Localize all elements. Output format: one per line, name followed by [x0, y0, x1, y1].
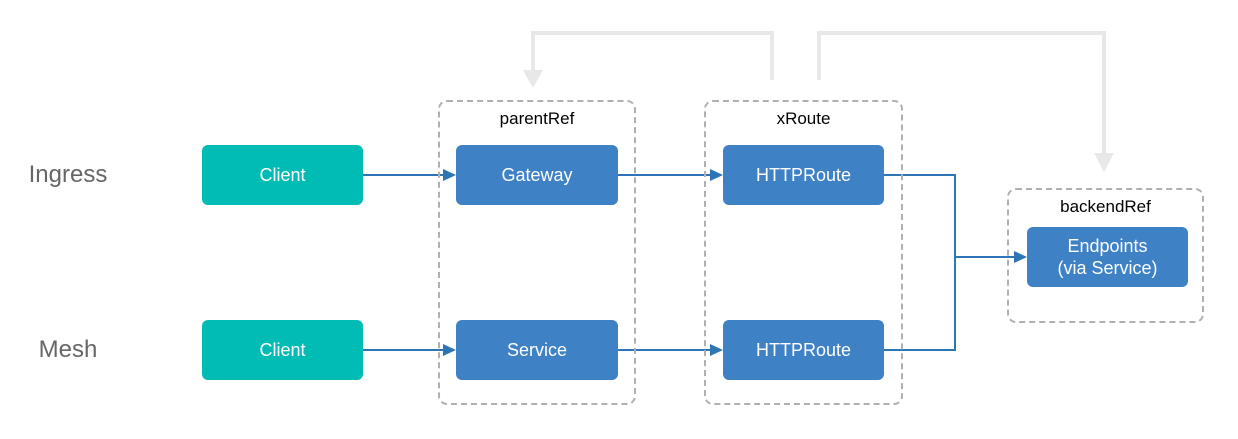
node-client-mesh-label: Client	[259, 340, 306, 360]
node-endpoints: Endpoints (via Service)	[1027, 227, 1188, 287]
node-httproute-mesh: HTTPRoute	[723, 320, 884, 380]
gray-arrowhead-parentref	[523, 70, 543, 88]
gray-arrowhead-backendref	[1094, 153, 1114, 172]
blue-arrowhead-httproute-ingress	[710, 169, 723, 181]
blue-arrowhead-gateway	[443, 169, 456, 181]
node-client-ingress: Client	[202, 145, 363, 205]
group-parent-ref: parentRef	[438, 100, 636, 405]
blue-arrowhead-httproute-mesh	[710, 344, 723, 356]
node-httproute-mesh-label: HTTPRoute	[755, 340, 852, 360]
node-service: Service	[456, 320, 618, 380]
group-backend-ref: backendRef	[1007, 188, 1204, 323]
node-endpoints-label-line1: Endpoints	[1067, 236, 1148, 256]
node-client-ingress-label: Client	[259, 165, 306, 185]
group-label-x-route: xRoute	[776, 109, 831, 128]
node-httproute-ingress-label: HTTPRoute	[755, 165, 852, 185]
node-service-label: Service	[506, 340, 568, 360]
row-label-mesh: Mesh	[38, 336, 98, 363]
node-client-mesh: Client	[202, 320, 363, 380]
node-gateway-label: Gateway	[501, 165, 573, 185]
group-label-parent-ref: parentRef	[499, 109, 575, 128]
node-httproute-ingress: HTTPRoute	[723, 145, 884, 205]
blue-arrowhead-service	[443, 344, 456, 356]
gray-edge-xroute-to-backendref	[817, 31, 1106, 154]
node-gateway: Gateway	[456, 145, 618, 205]
gray-edge-xroute-to-parentref	[531, 31, 774, 80]
group-label-backend-ref: backendRef	[1060, 197, 1151, 216]
blue-edge-httproutes-merge	[884, 174, 956, 351]
row-label-ingress: Ingress	[28, 161, 108, 188]
group-x-route: xRoute	[704, 100, 903, 405]
node-endpoints-label-line2: (via Service)	[1057, 258, 1158, 278]
blue-arrowhead-endpoints	[1014, 251, 1027, 263]
